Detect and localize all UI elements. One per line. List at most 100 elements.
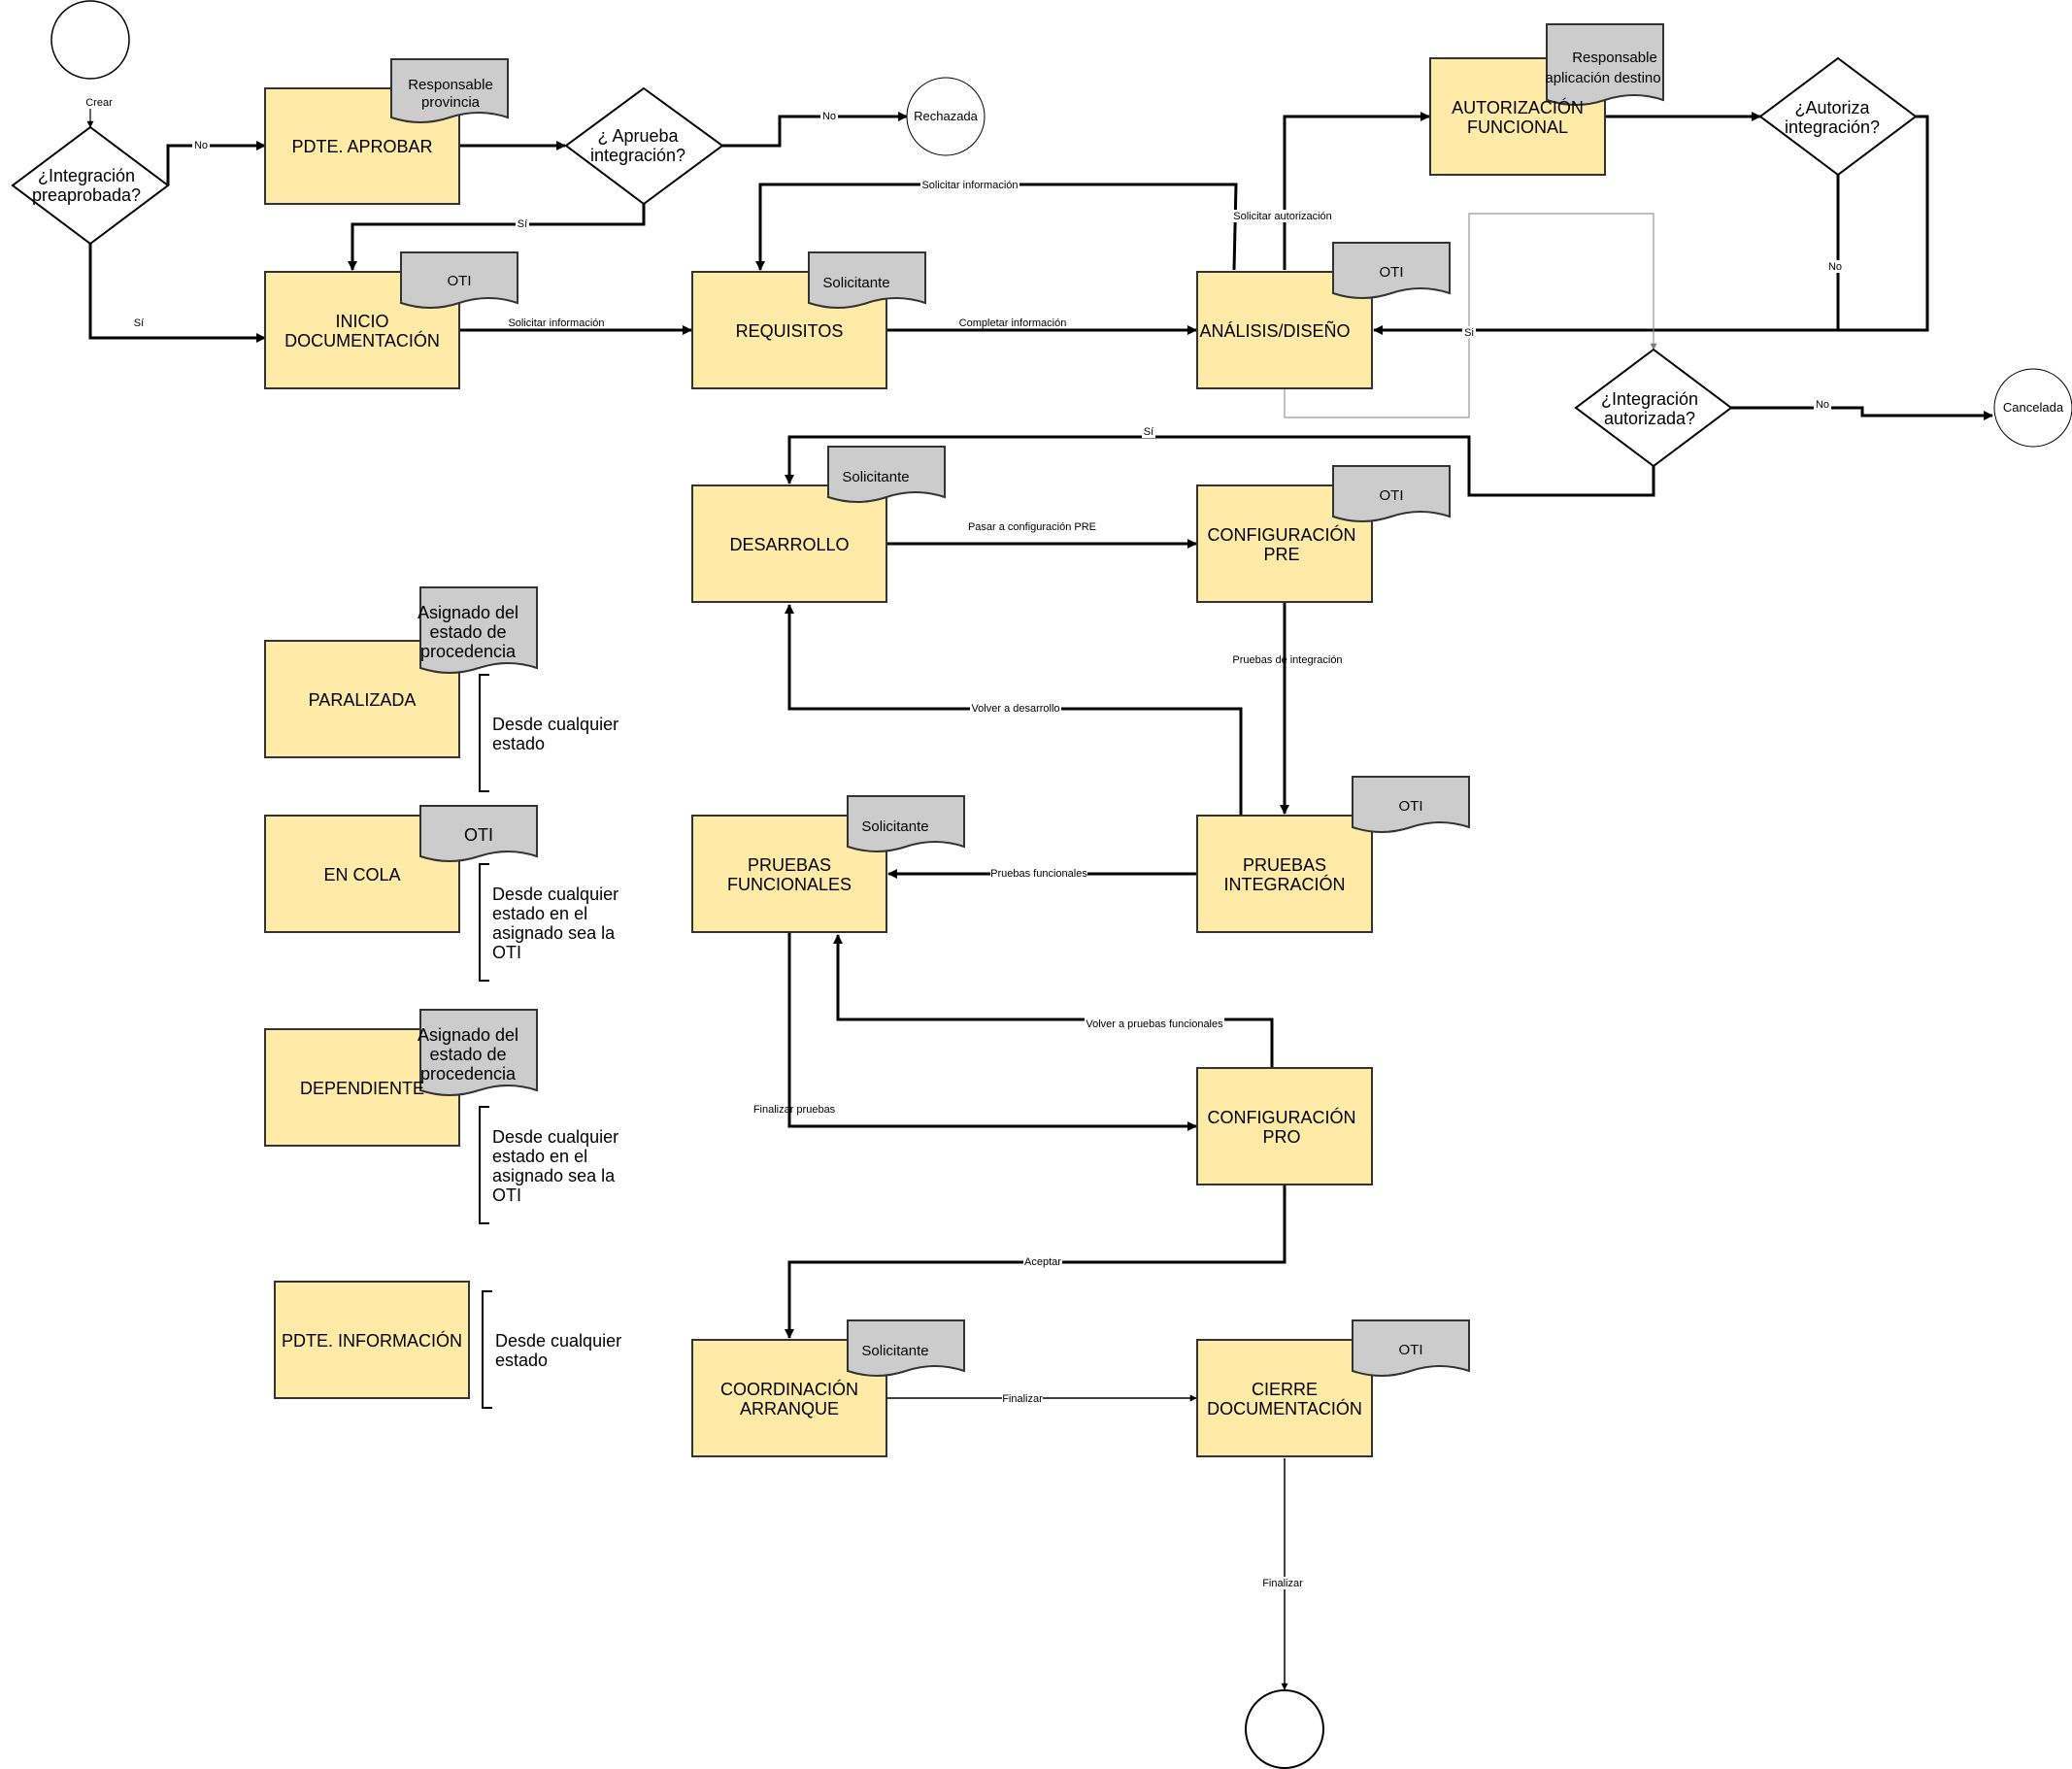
state-configuracion-pro xyxy=(1196,1067,1373,1185)
role-doc-solicitante-requisitos xyxy=(808,251,926,309)
state-pdte-aprobar xyxy=(264,87,460,205)
edge-configpro-to-funcionales xyxy=(833,934,1274,1068)
edge-label-integracion-to-desarrollo: Volver a desarrollo xyxy=(971,703,1059,715)
edge-aprueba-si xyxy=(348,204,646,271)
role-doc-responsable-provincia xyxy=(390,58,509,123)
label-analisis-diseno: ANÁLISIS/DISEÑO xyxy=(1199,320,1350,341)
edge-autoriza-si xyxy=(1373,115,1929,335)
edge-label-aprueba-no: No xyxy=(822,111,836,122)
edge-label-analisis-to-autorizacion: Solicitar autorización xyxy=(1233,211,1332,222)
label-oti-cierre: OTI xyxy=(1399,1342,1423,1358)
end-node xyxy=(1245,1689,1324,1769)
label-en-cola: EN COLA xyxy=(323,865,400,884)
edge-label-preaprobada-si: Sí xyxy=(134,317,144,329)
label-solicitante-funcionales: Solicitante xyxy=(861,818,928,835)
bracket-pdte-informacion xyxy=(482,1290,492,1409)
edge-label-autorizada-si: Sí xyxy=(1144,426,1153,438)
edge-autorizada-si xyxy=(785,435,1655,497)
edge-label-configpro-to-coordinacion: Aceptar xyxy=(1024,1256,1061,1268)
label-solicitante-requisitos: Solicitante xyxy=(822,275,889,291)
edge-label-integracion-to-funcionales: Pruebas funcionales xyxy=(990,868,1087,880)
label-requisitos: REQUISITOS xyxy=(736,321,844,341)
decision-autoriza-integracion xyxy=(1758,56,1918,177)
edge-label-analisis-to-requisitos: Solicitar información xyxy=(921,180,1018,191)
edge-label-inicio-to-requisitos: Solicitar información xyxy=(508,317,604,329)
edge-label-aprueba-si: Sí xyxy=(518,218,527,230)
label-oti-analisis: OTI xyxy=(1380,264,1404,281)
edge-label-cierre-to-end: Finalizar xyxy=(1262,1578,1303,1589)
state-cierre-documentacion xyxy=(1196,1339,1373,1457)
edge-preaprobada-no xyxy=(166,141,266,185)
edge-label-coordinacion-to-cierre: Finalizar xyxy=(1002,1393,1043,1405)
edge-label-configpro-to-funcionales: Volver a pruebas funcionales xyxy=(1086,1018,1223,1030)
state-desarrollo xyxy=(691,484,887,603)
edge-label-desarrollo-to-configpre: Pasar a configuración PRE xyxy=(968,521,1096,533)
role-doc-oti-configpre xyxy=(1332,465,1451,522)
edge-analisis-to-autorizada xyxy=(1284,213,1657,418)
label-oti-configpre: OTI xyxy=(1380,487,1404,504)
edge-label-funcionales-to-configpro: Finalizar pruebas xyxy=(753,1104,836,1116)
edge-funcionales-to-configpro xyxy=(787,933,1197,1131)
edge-label-crear: Crear xyxy=(85,97,113,109)
role-doc-responsable-aplicacion xyxy=(1546,23,1664,106)
label-cancelada: Cancelada xyxy=(2003,400,2064,415)
role-doc-solicitante-coordinacion xyxy=(847,1319,965,1377)
bracket-dependiente xyxy=(479,1106,489,1224)
role-doc-oti-en-cola xyxy=(419,805,538,862)
label-pdte-informacion: PDTE. INFORMACIÓN xyxy=(282,1330,462,1351)
label-oti-inicio: OTI xyxy=(448,273,472,289)
label-solicitante-desarrollo: Solicitante xyxy=(842,469,909,485)
edge-label-preaprobada-no: No xyxy=(194,140,208,151)
terminal-cancelada xyxy=(1993,368,2072,448)
role-doc-solicitante-funcionales xyxy=(847,795,965,852)
role-doc-solicitante-desarrollo xyxy=(827,446,946,503)
edge-label-requisitos-to-analisis: Completar información xyxy=(959,317,1067,329)
edge-label-configpre-to-integracion: Pruebas de integración xyxy=(1232,654,1342,666)
label-oti-integracion: OTI xyxy=(1399,798,1423,815)
label-rechazada: Rechazada xyxy=(914,109,979,123)
label-oti-en-cola: OTI xyxy=(464,825,493,845)
bracket-en-cola xyxy=(479,863,489,982)
start-node xyxy=(50,0,130,80)
edge-autorizada-no xyxy=(1731,406,1993,420)
label-paralizada: PARALIZADA xyxy=(309,690,417,710)
decision-integracion-autorizada xyxy=(1574,348,1733,468)
edge-label-autoriza-si: Si xyxy=(1464,327,1474,339)
edge-label-autorizada-no: No xyxy=(1816,399,1829,411)
decision-aprueba-integracion xyxy=(564,86,724,206)
label-solicitante-coordinacion: Solicitante xyxy=(861,1343,928,1359)
role-doc-oti-analisis xyxy=(1332,242,1451,299)
state-pruebas-integracion xyxy=(1196,815,1373,933)
role-doc-oti-integracion xyxy=(1352,776,1470,833)
bracket-paralizada xyxy=(479,674,489,792)
edge-preaprobada-si xyxy=(88,244,266,343)
edge-label-autoriza-no: No xyxy=(1828,261,1842,273)
role-doc-asignado-paralizada xyxy=(419,586,538,674)
role-doc-asignado-dependiente xyxy=(419,1009,538,1096)
state-pdte-informacion xyxy=(274,1281,470,1399)
decision-integracion-preaprobada xyxy=(11,125,170,246)
role-doc-oti-cierre xyxy=(1352,1319,1470,1377)
edge-aprueba-no xyxy=(722,112,908,148)
label-dependiente: DEPENDIENTE xyxy=(300,1079,424,1098)
